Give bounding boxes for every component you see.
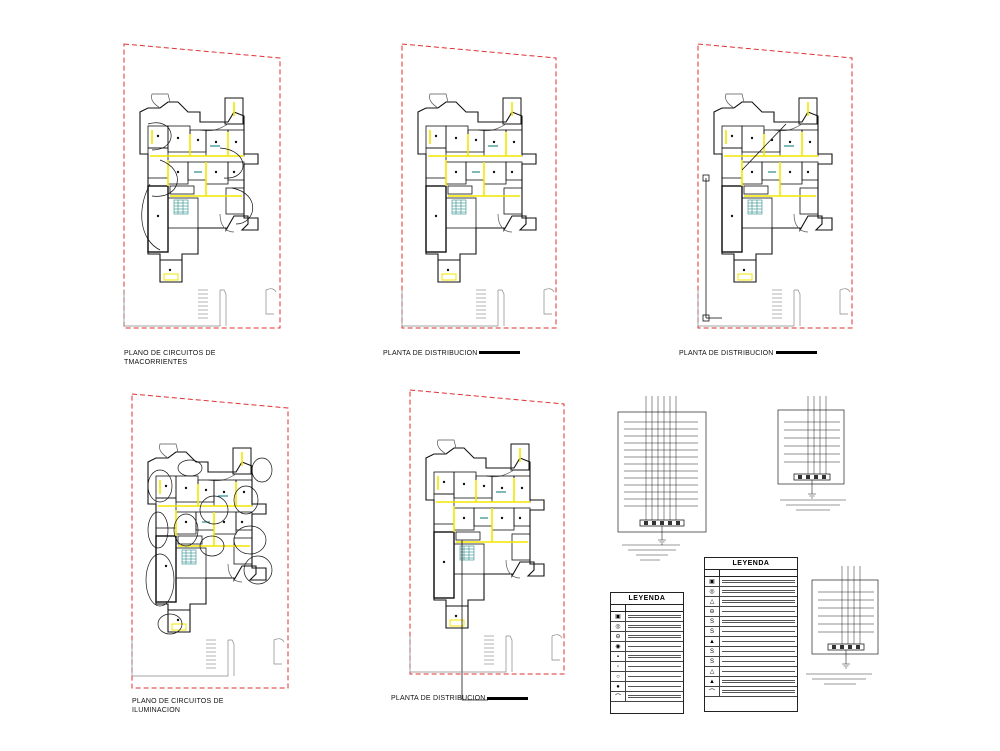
- plan-distribucion-3: [409, 389, 565, 701]
- switch-symbol: S: [705, 617, 720, 626]
- arc-symbol: ⌒: [705, 687, 720, 696]
- outlet-symbol: ⊖: [705, 607, 720, 616]
- switch-symbol: S: [705, 657, 720, 666]
- legend-row: ▣: [705, 577, 797, 587]
- legend-row: △: [705, 667, 797, 677]
- property-boundary: [409, 389, 565, 675]
- property-boundary: [401, 43, 557, 329]
- triangle-symbol: ▲: [705, 637, 720, 646]
- outlet-symbol: ⊖: [611, 632, 626, 641]
- circle-symbol: ○: [611, 672, 626, 681]
- caption-plano-tomacorrientes: PLANO DE CIRCUITOS DE TMACORRIENTES: [124, 350, 216, 366]
- legend-row: ▣: [611, 612, 683, 622]
- legend-row: ●: [611, 682, 683, 692]
- square-symbol: ▫: [611, 662, 626, 671]
- panel-diagram-lower-right: [811, 565, 879, 669]
- legend-row: ⌒: [611, 692, 683, 702]
- square-symbol: ▣: [611, 612, 626, 621]
- panel-diagram-upper-right: [777, 395, 845, 499]
- circle-symbol: ◎: [705, 587, 720, 596]
- legend-row: ◎: [705, 587, 797, 597]
- caption-planta-distribucion-3: PLANTA DE DISTRIBUCION: [391, 695, 486, 702]
- circle-symbol: ●: [611, 682, 626, 691]
- property-boundary: [697, 43, 853, 329]
- legend-row: S: [705, 617, 797, 627]
- legend-row: ⊖: [611, 632, 683, 642]
- caption-planta-distribucion-2: PLANTA DE DISTRIBUCION: [679, 350, 774, 357]
- legend-row: ◎: [611, 622, 683, 632]
- switch-symbol: S: [705, 627, 720, 636]
- caption-underline-bar: [487, 697, 528, 700]
- plan-iluminacion: [131, 393, 289, 689]
- legend-row: ⊖: [705, 607, 797, 617]
- legend-row: ◉: [611, 642, 683, 652]
- switch-symbol: S: [705, 647, 720, 656]
- legend-row: ▲: [705, 677, 797, 687]
- square-symbol: ▪: [611, 652, 626, 661]
- property-boundary: [131, 393, 289, 689]
- caption-underline-bar: [479, 351, 520, 354]
- triangle-symbol: △: [705, 667, 720, 676]
- plan-distribucion-1: [401, 43, 557, 329]
- legend-row: ⌒: [705, 687, 797, 697]
- legend-row: ○: [611, 672, 683, 682]
- circle-symbol: ◉: [611, 642, 626, 651]
- caption-underline-bar: [776, 351, 817, 354]
- legend-table-left: LEYENDA ▣ ◎ ⊖ ◉ ▪ ▫ ○ ● ⌒: [610, 592, 684, 714]
- plan-distribucion-2: [697, 43, 853, 329]
- panel-diagram-main: [617, 395, 707, 545]
- legend-row: ▪: [611, 652, 683, 662]
- plan-tomacorrientes: [123, 43, 281, 329]
- legend-row: ▲: [705, 637, 797, 647]
- legend-table-right: LEYENDA ▣ ◎ △ ⊖ S S ▲ S S △ ▲ ⌒: [704, 557, 798, 712]
- triangle-symbol: ▲: [705, 677, 720, 686]
- legend-row: S: [705, 627, 797, 637]
- property-boundary: [123, 43, 281, 329]
- legend-title: LEYENDA: [611, 593, 683, 605]
- legend-row: S: [705, 657, 797, 667]
- circle-symbol: ◎: [611, 622, 626, 631]
- legend-row: △: [705, 597, 797, 607]
- caption-plano-iluminacion: PLANO DE CIRCUITOS DE ILUMINACION: [132, 698, 224, 714]
- legend-row: S: [705, 647, 797, 657]
- legend-title: LEYENDA: [705, 558, 797, 570]
- triangle-symbol: △: [705, 597, 720, 606]
- caption-planta-distribucion-1: PLANTA DE DISTRIBUCION: [383, 350, 478, 357]
- square-symbol: ▣: [705, 577, 720, 586]
- arc-symbol: ⌒: [611, 692, 626, 701]
- legend-row: ▫: [611, 662, 683, 672]
